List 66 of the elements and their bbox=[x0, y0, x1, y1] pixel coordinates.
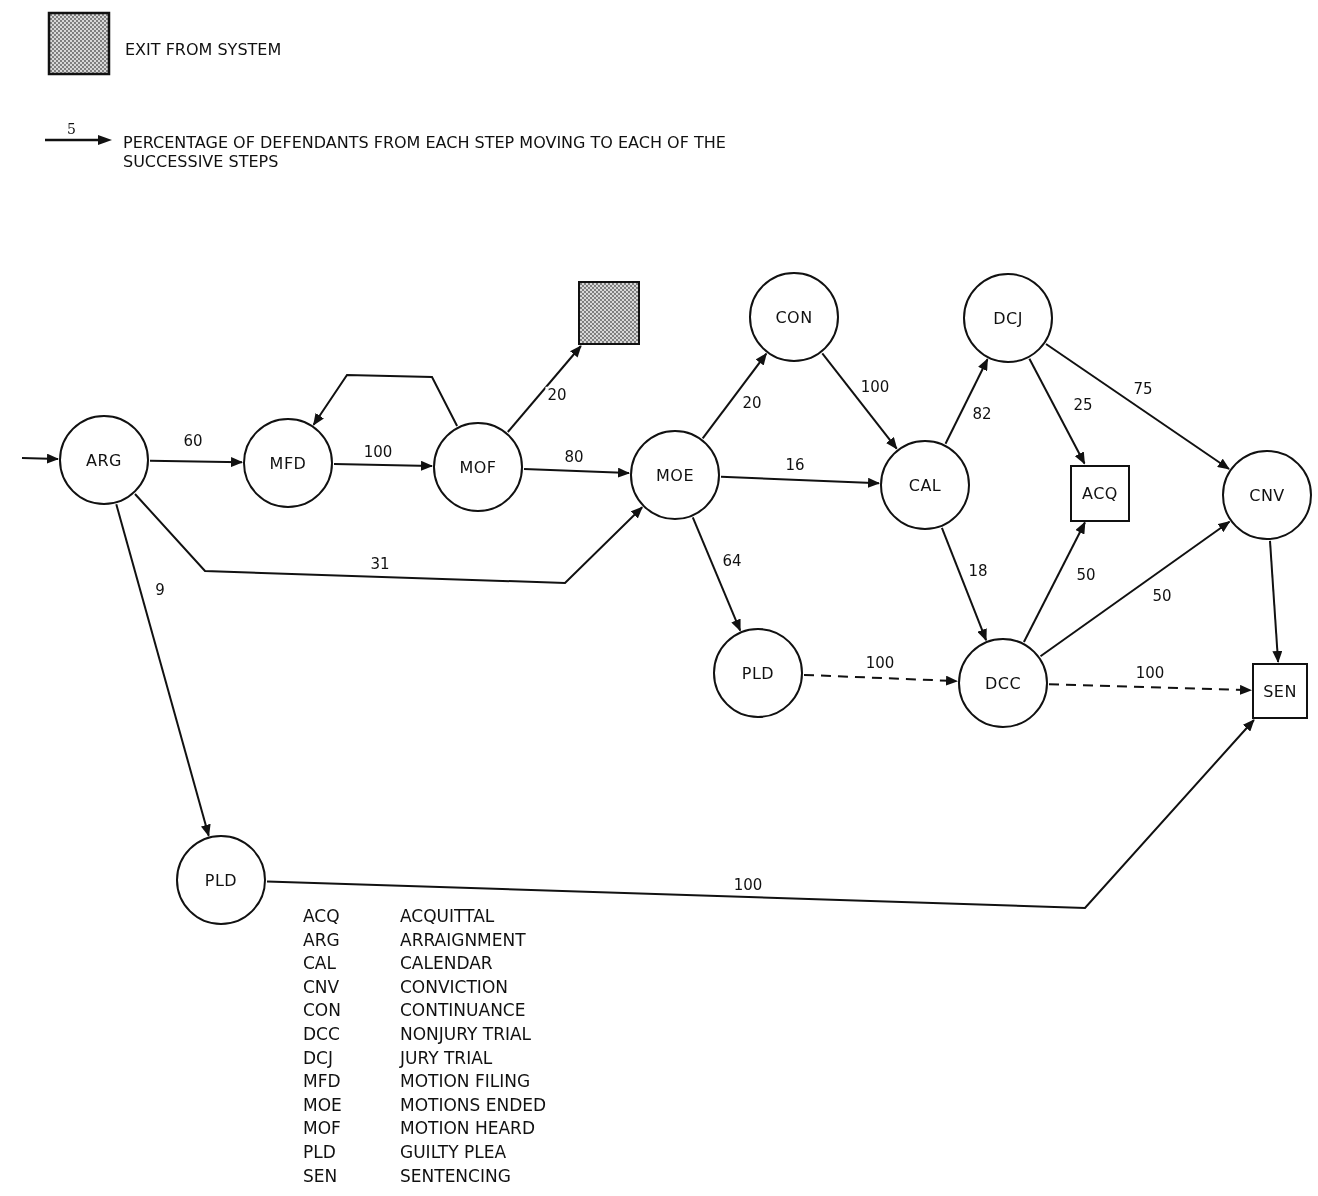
abbreviation: CNV bbox=[303, 978, 340, 996]
node-label: PLD bbox=[204, 870, 238, 890]
arrow bbox=[821, 352, 898, 450]
arrow bbox=[1022, 521, 1086, 643]
node-label: CON bbox=[775, 307, 813, 327]
arrow bbox=[1269, 539, 1283, 663]
node-label: ACQ bbox=[1082, 483, 1118, 503]
legend-text: PERCENTAGE OF DEFENDANTS FROM EACH STEP MOVING TO EACH OF THE SUCCESSIVE STEPS bbox=[123, 133, 727, 172]
term-meaning: NONJURY TRIAL bbox=[400, 1026, 532, 1043]
arrow bbox=[940, 526, 988, 642]
abbreviation: SEN bbox=[303, 1167, 338, 1185]
node-label: CNV bbox=[1249, 485, 1285, 505]
term-meaning: MOTION FILING bbox=[400, 1073, 531, 1091]
arrow bbox=[1048, 683, 1252, 695]
node-label: CAL bbox=[908, 475, 942, 495]
outcome-box bbox=[1252, 663, 1308, 719]
arrow bbox=[1039, 520, 1231, 658]
arrow bbox=[691, 516, 742, 632]
node-label: DCJ bbox=[993, 308, 1023, 328]
arrow bbox=[803, 673, 958, 686]
arrow bbox=[523, 467, 630, 478]
arrow bbox=[701, 352, 768, 440]
node-label: ARG bbox=[86, 450, 122, 470]
node-label: MOF bbox=[459, 457, 497, 477]
term-meaning: CONTINUANCE bbox=[400, 1002, 526, 1020]
step-circle bbox=[630, 430, 720, 520]
outcome-box bbox=[1070, 464, 1130, 522]
legend-text: EXIT FROM SYSTEM bbox=[125, 40, 283, 60]
term-meaning: CALENDAR bbox=[400, 955, 493, 973]
abbreviation: PLD bbox=[303, 1144, 336, 1161]
arrow bbox=[720, 475, 880, 488]
node-label: SEN bbox=[1263, 681, 1297, 701]
arrow bbox=[149, 457, 243, 468]
exit-box bbox=[578, 281, 640, 345]
arrow bbox=[21, 453, 59, 464]
term-meaning: CONVICTION bbox=[400, 978, 508, 996]
abbreviation: MOE bbox=[303, 1096, 342, 1114]
sample-value: 5 bbox=[67, 122, 76, 136]
term-meaning: MOTIONS ENDED bbox=[400, 1096, 547, 1114]
arrow bbox=[266, 719, 1255, 909]
arrow bbox=[1045, 343, 1230, 470]
term-meaning: JURY TRIAL bbox=[400, 1049, 493, 1067]
arrow bbox=[134, 493, 644, 584]
abbreviation: CON bbox=[303, 1002, 341, 1020]
term-meaning: ARRAIGNMENT bbox=[400, 931, 526, 949]
abbreviation: CAL bbox=[303, 955, 336, 973]
arrow bbox=[312, 374, 459, 427]
abbreviation: ARG bbox=[303, 931, 340, 949]
term-meaning: SENTENCING bbox=[400, 1167, 511, 1185]
node-label: MOE bbox=[656, 465, 694, 485]
abbreviation: MFD bbox=[303, 1073, 341, 1091]
arrow bbox=[333, 460, 433, 471]
arrow bbox=[1028, 357, 1086, 465]
abbreviation: DCC bbox=[303, 1026, 340, 1043]
node-label: DCC bbox=[984, 673, 1022, 693]
term-meaning: GUILTY PLEA bbox=[400, 1144, 507, 1161]
arrow bbox=[506, 345, 582, 433]
abbreviation: ACQ bbox=[303, 908, 340, 925]
node-label: PLD bbox=[741, 663, 775, 683]
term-meaning: ACQUITTAL bbox=[400, 908, 495, 925]
arrow bbox=[944, 358, 989, 445]
abbreviation: MOF bbox=[303, 1120, 341, 1138]
node-label: MFD bbox=[269, 453, 307, 473]
arrow bbox=[115, 503, 211, 837]
term-meaning: MOTION HEARD bbox=[400, 1120, 535, 1138]
abbreviation: DCJ bbox=[303, 1049, 333, 1067]
